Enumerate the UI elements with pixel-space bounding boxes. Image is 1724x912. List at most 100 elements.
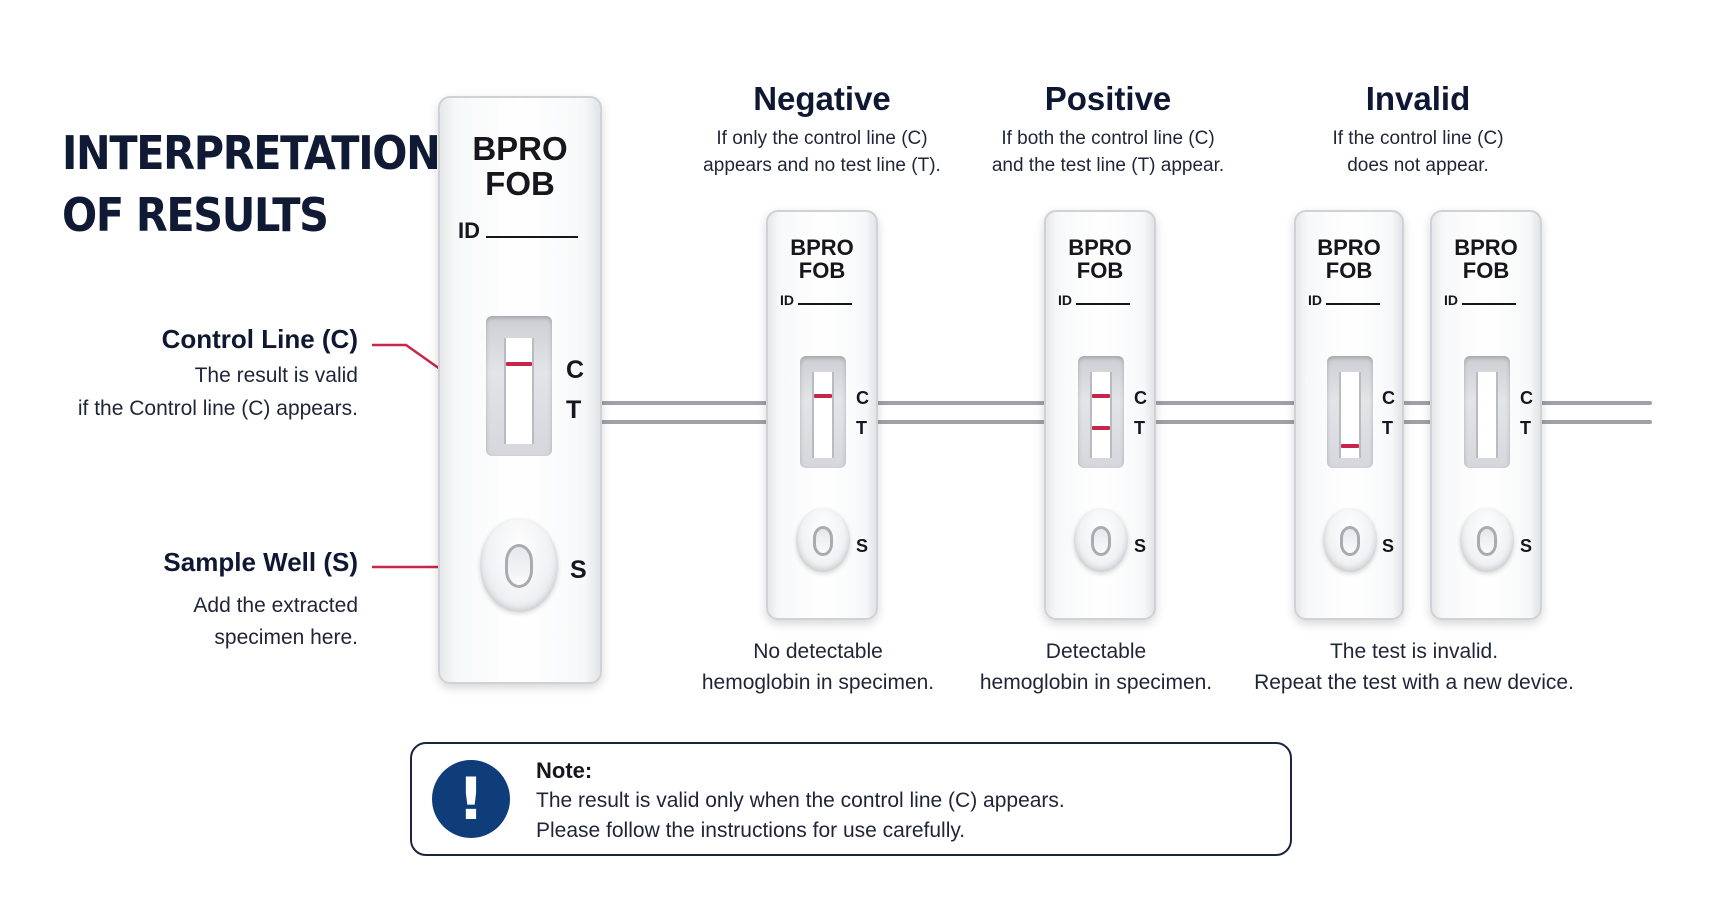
device-id-underline xyxy=(486,236,579,238)
negative-device: BPRO FOB ID C T S xyxy=(766,210,878,620)
sample-marker: S xyxy=(570,556,587,584)
result-window xyxy=(1078,356,1124,468)
negative-result-2: hemoglobin in specimen. xyxy=(701,671,935,694)
control-band xyxy=(814,394,832,398)
control-band xyxy=(506,362,532,366)
device-brand: BPRO FOB xyxy=(1296,236,1402,282)
result-window xyxy=(1464,356,1510,468)
test-strip xyxy=(1090,372,1112,458)
device-brand: BPRO FOB xyxy=(440,130,600,202)
control-marker: C xyxy=(1134,388,1147,408)
device-brand-line-1: BPRO xyxy=(1454,235,1518,260)
device-brand-line-2: FOB xyxy=(1462,258,1510,284)
invalid-heading: Invalid xyxy=(1365,80,1471,117)
sample-well xyxy=(480,518,558,612)
negative-heading: Negative xyxy=(753,80,891,117)
device-id-field: ID xyxy=(458,218,579,244)
main-device: BPRO FOB ID C T S xyxy=(438,96,602,684)
device-brand-line-2: FOB xyxy=(1076,258,1124,284)
invalid-result-1: The test is invalid. xyxy=(1329,640,1499,663)
sample-well xyxy=(1323,508,1377,572)
test-band xyxy=(1092,426,1110,430)
sample-marker: S xyxy=(1382,536,1395,556)
note-title: Note: xyxy=(536,758,593,783)
sample-marker: S xyxy=(1134,536,1147,556)
control-marker: C xyxy=(566,356,585,384)
negative-desc-2: appears and no test line (T). xyxy=(703,155,941,176)
device-brand-line-1: BPRO xyxy=(1317,235,1381,260)
device-brand-line-1: BPRO xyxy=(790,235,854,260)
device-brand-line-2: FOB xyxy=(798,258,846,284)
device-brand: BPRO FOB xyxy=(768,236,876,282)
note-line-2: Please follow the instructions for use c… xyxy=(536,819,966,842)
sample-well xyxy=(1074,508,1128,572)
control-marker: C xyxy=(856,388,869,408)
device-id-underline xyxy=(1075,303,1130,305)
device-id-underline xyxy=(1461,303,1516,305)
sample-well-text-2: specimen here. xyxy=(214,626,358,649)
positive-desc-2: and the test line (T) appear. xyxy=(991,155,1225,176)
control-band xyxy=(1092,394,1110,398)
device-id-field: ID xyxy=(780,292,852,308)
sample-marker: S xyxy=(856,536,869,556)
device-id-underline xyxy=(797,303,852,305)
test-marker: T xyxy=(1520,418,1531,438)
test-band xyxy=(1341,444,1359,448)
invalid-device-1: BPRO FOB ID C T S xyxy=(1294,210,1404,620)
test-strip xyxy=(1476,372,1498,458)
positive-device: BPRO FOB ID C T S xyxy=(1044,210,1156,620)
device-brand-line-1: BPRO xyxy=(1068,235,1132,260)
test-marker: T xyxy=(566,396,582,424)
device-id-label: ID xyxy=(458,218,480,243)
sample-well-hole xyxy=(813,526,833,556)
sample-well-hole xyxy=(1340,526,1360,556)
negative-result-1: No detectable xyxy=(753,640,883,663)
page-title: INTERPRETATION OF RESULTS xyxy=(62,122,441,246)
positive-result-2: hemoglobin in specimen. xyxy=(979,671,1213,694)
device-brand-line-1: BPRO xyxy=(472,130,568,167)
control-line-heading: Control Line (C) xyxy=(161,324,358,354)
invalid-result-2: Repeat the test with a new device. xyxy=(1254,671,1574,694)
positive-heading: Positive xyxy=(1044,80,1172,117)
test-strip xyxy=(504,338,534,444)
note-box: ! Note: The result is valid only when th… xyxy=(410,742,1292,856)
control-marker: C xyxy=(1382,388,1395,408)
invalid-desc-2: does not appear. xyxy=(1347,155,1489,176)
result-window xyxy=(486,316,552,456)
invalid-device-2: BPRO FOB ID C T S xyxy=(1430,210,1542,620)
positive-result-1: Detectable xyxy=(1045,640,1147,663)
negative-desc-1: If only the control line (C) xyxy=(716,128,928,149)
device-id-underline xyxy=(1325,303,1380,305)
sample-well-heading: Sample Well (S) xyxy=(163,547,358,577)
device-id-label: ID xyxy=(780,292,794,308)
test-marker: T xyxy=(1134,418,1145,438)
control-marker: C xyxy=(1520,388,1533,408)
result-window xyxy=(800,356,846,468)
control-line-text-1: The result is valid xyxy=(194,364,358,387)
result-window xyxy=(1327,356,1373,468)
exclamation-icon: ! xyxy=(432,760,510,838)
sample-well-text-1: Add the extracted xyxy=(193,594,358,617)
device-id-label: ID xyxy=(1058,292,1072,308)
device-brand: BPRO FOB xyxy=(1046,236,1154,282)
device-brand-line-2: FOB xyxy=(1325,258,1373,284)
sample-marker: S xyxy=(1520,536,1533,556)
title-line-2: OF RESULTS xyxy=(62,188,329,242)
test-marker: T xyxy=(856,418,867,438)
device-id-label: ID xyxy=(1308,292,1322,308)
sample-well-hole xyxy=(1091,526,1111,556)
device-id-field: ID xyxy=(1058,292,1130,308)
device-id-field: ID xyxy=(1308,292,1380,308)
sample-well xyxy=(796,508,850,572)
note-line-1: The result is valid only when the contro… xyxy=(536,789,1065,812)
device-id-field: ID xyxy=(1444,292,1516,308)
title-line-1: INTERPRETATION xyxy=(62,126,441,180)
sample-well-hole xyxy=(1477,526,1497,556)
device-brand-line-2: FOB xyxy=(485,164,555,202)
test-marker: T xyxy=(1382,418,1393,438)
test-strip xyxy=(1339,372,1361,458)
device-brand: BPRO FOB xyxy=(1432,236,1540,282)
sample-well xyxy=(1460,508,1514,572)
positive-desc-1: If both the control line (C) xyxy=(1001,128,1215,149)
sample-well-hole xyxy=(505,544,533,588)
